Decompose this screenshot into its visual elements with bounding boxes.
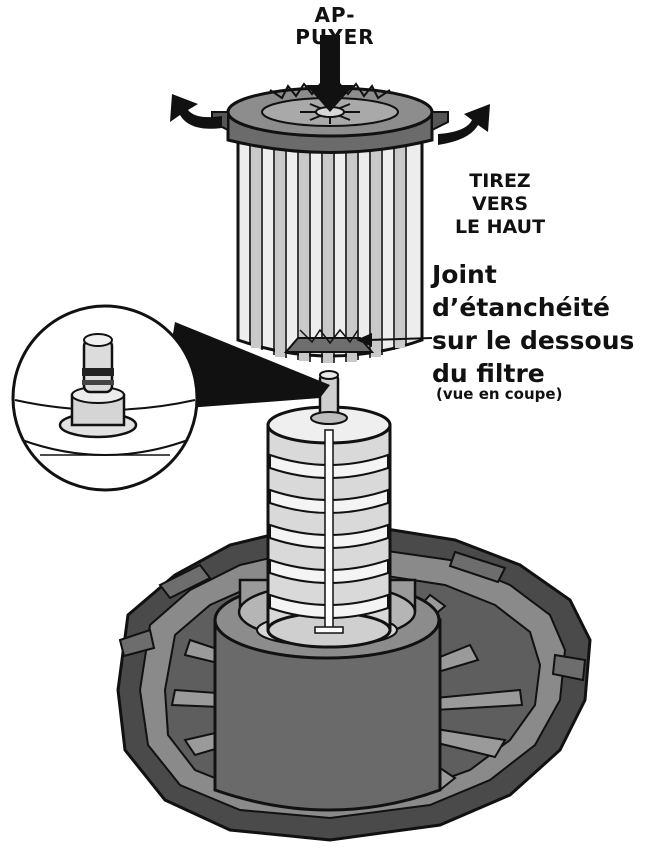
push-label-line2: PUYER <box>295 25 375 49</box>
pull-up-arrow-right <box>438 104 490 145</box>
seal-label-line1: Joint <box>432 260 497 289</box>
seal-leader-arrow <box>356 333 433 347</box>
pull-up-label: TIREZ VERS LE HAUT <box>430 170 570 239</box>
seal-label-line3: sur le dessous <box>432 326 635 355</box>
pull-up-arrow-left <box>170 94 222 129</box>
push-arrow <box>306 35 354 112</box>
base-tabs <box>118 550 587 682</box>
cage-rod <box>324 429 334 631</box>
inset-o-ring <box>82 368 114 376</box>
filter-pleats <box>249 140 407 363</box>
filter-cage <box>266 370 392 649</box>
seal-label-line2: d’étanchéité <box>432 293 611 322</box>
pleated-filter <box>211 80 449 363</box>
seal-note: (vue en coupe) <box>436 385 563 403</box>
seal-label: Joint d’étanchéité sur le dessous du fil… <box>432 258 634 390</box>
seal-label-line4: du filtre <box>432 359 545 388</box>
push-label: AP- PUYER <box>270 4 400 48</box>
pull-up-label-line2: VERS <box>472 193 528 215</box>
cage-nipple <box>318 373 340 419</box>
pull-up-label-line1: TIREZ <box>469 170 531 192</box>
pull-up-label-line3: LE HAUT <box>454 216 546 238</box>
detail-inset <box>11 304 330 492</box>
pleat-shading <box>251 142 405 363</box>
push-label-line1: AP- <box>314 3 356 27</box>
